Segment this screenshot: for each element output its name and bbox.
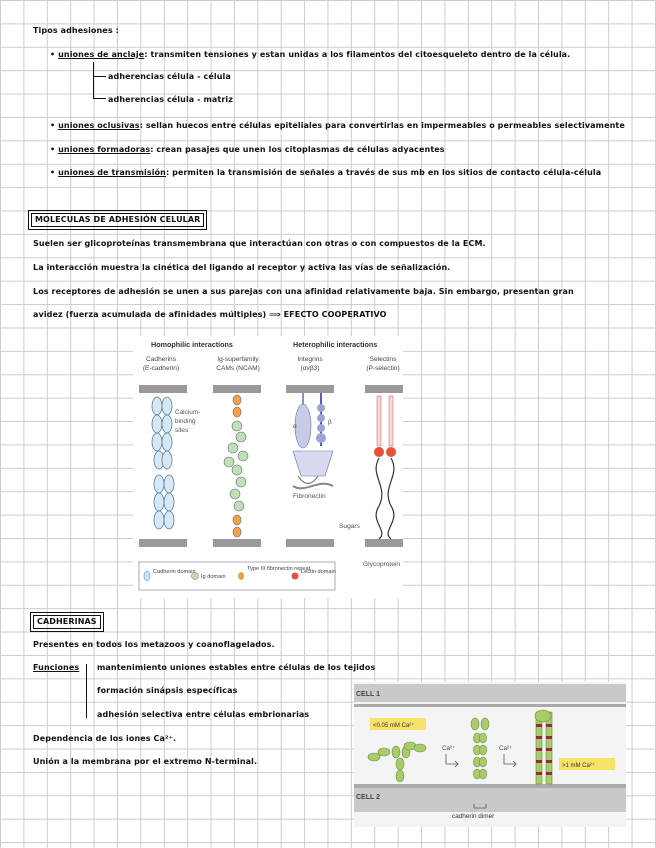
- intermediate-cadherin: [470, 717, 490, 780]
- high-ca-label: >1 mM Ca²⁺: [562, 762, 595, 769]
- legend-item: Lectin domain: [301, 569, 336, 575]
- selectin-chain: [374, 395, 396, 540]
- calcium-label: sites: [175, 427, 188, 434]
- branch-line: [93, 76, 106, 99]
- item-text: : permiten la transmisión de señales a t…: [165, 168, 602, 177]
- cell2-label: CELL 2: [356, 794, 380, 801]
- dimer-label: cadherin dimer: [452, 813, 495, 820]
- item-text: : transmiten tensiones y estan unidas a …: [144, 50, 571, 59]
- subtype-text: adherencias célula - matriz: [108, 95, 233, 104]
- col-name: Integrins: [297, 356, 323, 363]
- branch-line: [93, 62, 106, 77]
- term: uniones de anclaje: [58, 50, 145, 59]
- section-title-cadherins: CADHERINAS: [30, 612, 104, 632]
- term: uniones oclusivas: [58, 121, 140, 130]
- cam-types-figure: Homophilic interactions Heterophilic int…: [133, 336, 403, 598]
- subtype-text: adherencias célula - célula: [108, 72, 231, 81]
- col-name: Cadherins: [146, 356, 177, 363]
- col-sub: (αvβ3): [301, 365, 320, 372]
- function-item: adhesión selectiva entre células embrion…: [97, 710, 310, 719]
- col-name: Ig-superfamily: [217, 356, 259, 363]
- function-item: mantenimiento uniones estables entre cél…: [97, 663, 376, 672]
- high-ca-badge: [559, 758, 615, 770]
- list-item: • uniones oclusivas: sellan huecos entre…: [50, 121, 625, 130]
- cell1-membrane: [354, 684, 626, 702]
- list-item: • uniones de transmisión: permiten la tr…: [50, 168, 602, 177]
- calcium-label: binding: [175, 418, 196, 425]
- section-title-cam: MOLECULAS DE ADHESIÓN CELULAR: [27, 210, 208, 230]
- list-item: • uniones formadoras: crean pasajes que …: [50, 145, 445, 154]
- ca-label: Ca²⁺: [499, 745, 512, 752]
- list-item: • uniones de anclaje: transmiten tension…: [50, 50, 571, 59]
- cell2-membrane: [354, 788, 626, 812]
- ca-arrows: [445, 754, 517, 768]
- legend-item: Cadherin domain: [153, 569, 196, 575]
- beta-label: β: [328, 419, 332, 426]
- low-ca-badge: [370, 718, 426, 730]
- cam-line: Suelen ser glicoproteínas transmembrana …: [33, 239, 486, 248]
- cell1-label: CELL 1: [356, 691, 380, 698]
- cadherin-dimer-figure: CELL 1 CELL 2 <0.05 mM Ca²⁺ >1 mM Ca²⁺ C…: [354, 682, 626, 827]
- glycoprotein-label: Glycoprotein: [363, 561, 400, 568]
- item-text: : sellan huecos entre células epiteliale…: [139, 121, 625, 130]
- fibronectin-label: Fibronectin: [293, 493, 326, 500]
- low-ca-label: <0.05 mM Ca²⁺: [373, 722, 414, 729]
- rigid-cadherin: [534, 709, 553, 785]
- cad-line: Presentes en todos los metazoos y coanof…: [33, 640, 275, 649]
- cam-line: avidez (fuerza acumulada de afinidades m…: [33, 310, 387, 319]
- calcium-label: Calcium-: [175, 409, 200, 416]
- cad-line: Dependencia de los iones Ca²⁺.: [33, 734, 177, 743]
- col-sub: (P-selectin): [366, 365, 399, 372]
- notes-heading: Tipos adhesiones :: [33, 26, 119, 35]
- heterophilic-label: Heterophilic interactions: [293, 340, 377, 349]
- ig-chain: [223, 394, 249, 538]
- col-name: Selectins: [370, 356, 397, 363]
- homophilic-label: Homophilic interactions: [151, 340, 233, 349]
- functions-brace: [86, 664, 87, 718]
- item-text: : crean pasajes que unen los citoplasmas…: [150, 145, 445, 154]
- membrane-bars: [139, 385, 403, 547]
- cad-line: Unión a la membrana por el extremo N-ter…: [33, 757, 258, 766]
- functions-label: Funciones: [33, 663, 80, 672]
- legend-item: Type III fibronectin repeat: [247, 566, 311, 572]
- sugars-label: Sugars: [339, 523, 361, 530]
- col-sub: (E-cadherin): [143, 365, 179, 372]
- ca-label: Ca²⁺: [442, 745, 455, 752]
- flexible-cadherin: [367, 741, 427, 783]
- integrin-dimer: [292, 393, 334, 490]
- alpha-label: α: [293, 423, 297, 430]
- cam-line: Los receptores de adhesión se unen a sus…: [33, 287, 574, 296]
- legend-item: Ig domain: [201, 574, 226, 580]
- cam-line: La interacción muestra la cinética del l…: [33, 263, 451, 272]
- col-sub: CAMs (NCAM): [216, 365, 260, 372]
- legend-box: [138, 561, 336, 591]
- function-item: formación sinápsis específicas: [97, 686, 238, 695]
- cadherin-chain: [151, 396, 175, 530]
- term: uniones formadoras: [58, 145, 151, 154]
- term: uniones de transmisión: [58, 168, 166, 177]
